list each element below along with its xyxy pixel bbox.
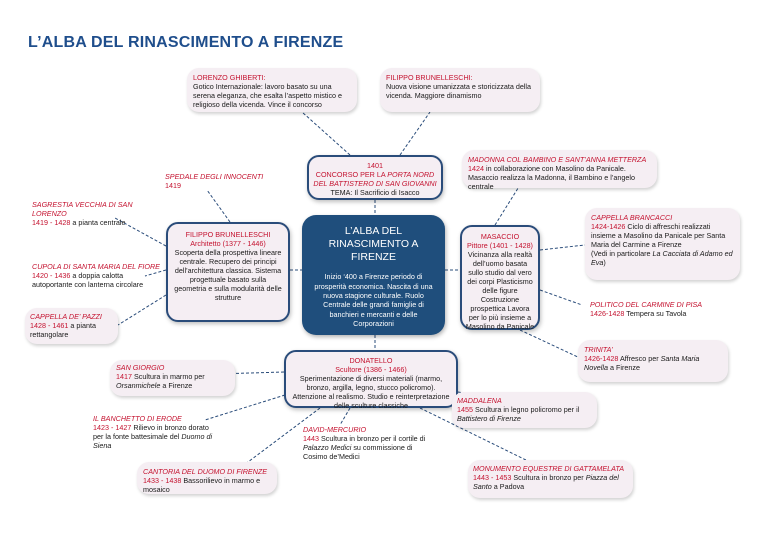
brunelleschi-concorso-box: FILIPPO BRUNELLESCHI: Nuova visione uman… (380, 68, 540, 112)
work-text: Scultura in legno policromo per il (473, 405, 580, 414)
work-date: 1419 - 1428 (32, 218, 71, 227)
work-date: 1426-1428 (584, 354, 619, 363)
work-date: 1455 (457, 405, 473, 414)
work-date: 1417 (116, 372, 132, 381)
masaccio-work: MADONNA COL BAMBINO E SANT’ANNA METTERZA… (462, 150, 657, 191)
center-box: L’ALBA DEL RINASCIMENTO A FIRENZE Inizio… (302, 215, 445, 335)
brunelleschi-work: CAPPELLA DE’ PAZZI 1428 - 1461 a pianta … (25, 308, 118, 344)
work-text: a doppia calotta autoportante con lanter… (32, 271, 144, 289)
work-date: 1419 (165, 181, 181, 190)
ghiberti-box: LORENZO GHIBERTI: Gotico Internazionale:… (187, 68, 357, 112)
work-title: POLITICO DEL CARMINE DI PISA (590, 300, 703, 309)
donatello-role: Scultore (1386 - 1466) (335, 365, 407, 374)
work-title: CUPOLA DI SANTA MARIA DEL FIORE (32, 262, 160, 271)
masaccio-box: MASACCIO Pittore (1401 - 1428) Vicinanza… (460, 225, 540, 331)
work-title: MADDALENA (457, 396, 502, 405)
concorso-theme: TEMA: Il Sacrificio di Isacco (330, 188, 420, 197)
brunelleschi-concorso-name: FILIPPO BRUNELLESCHI: (386, 73, 473, 82)
donatello-box: DONATELLO Scultore (1386 - 1466) Sperime… (284, 350, 458, 410)
donatello-work: SAN GIORGIO 1417 Scultura in marmo per O… (110, 360, 235, 396)
work-title: CANTORIA DEL DUOMO DI FIRENZE (143, 467, 268, 476)
work-note: (Vedi in particolare La Cacciata di Adam… (591, 249, 733, 267)
donatello-name: DONATELLO (349, 356, 393, 365)
brunelleschi-role: Architetto (1377 - 1446) (190, 239, 266, 248)
work-text: a pianta centrale (70, 218, 126, 227)
masaccio-role: Pittore (1401 - 1428) (467, 241, 533, 250)
concorso-line1: CONCORSO PER LA (315, 170, 388, 179)
donatello-work: IL BANCHETTO DI ERODE 1423 - 1427 Riliev… (93, 414, 218, 450)
work-date: 1426-1428 (590, 309, 625, 318)
masaccio-text: Vicinanza alla realtà dell’uomo basata s… (465, 250, 535, 331)
concorso-box: 1401 CONCORSO PER LA PORTA NORD DEL BATT… (307, 155, 443, 200)
brunelleschi-work: SPEDALE DEGLI INNOCENTI 1419 (165, 172, 295, 190)
work-title: MONUMENTO EQUESTRE DI GATTAMELATA (473, 464, 625, 473)
donatello-work: CANTORIA DEL DUOMO DI FIRENZE 1433 - 143… (137, 462, 277, 494)
brunelleschi-name: FILIPPO BRUNELLESCHI (185, 230, 271, 239)
donatello-work: MADDALENA 1455 Scultura in legno policro… (452, 392, 597, 428)
ghiberti-name: LORENZO GHIBERTI: (193, 73, 266, 82)
masaccio-name: MASACCIO (480, 232, 520, 241)
brunelleschi-text: Scoperta della prospettiva lineare centr… (174, 248, 282, 302)
concorso-year: 1401 (367, 161, 383, 170)
work-text: Scultura in marmo per (132, 372, 205, 381)
donatello-work: DAVID-MERCURIO 1443 Scultura in bronzo p… (303, 425, 433, 461)
work-text: Ciclo di affreschi realizzati insieme a … (591, 222, 726, 249)
work-text: in collaborazione con Masolino da Panica… (468, 164, 636, 191)
work-date: 1433 - 1438 (143, 476, 182, 485)
masaccio-work: POLITICO DEL CARMINE DI PISA 1426-1428 T… (590, 300, 740, 318)
work-title: CAPPELLA BRANCACCI (591, 213, 673, 222)
work-title: MADONNA COL BAMBINO E SANT’ANNA METTERZA (468, 155, 647, 164)
work-date: 1424-1426 (591, 222, 626, 231)
work-title: DAVID-MERCURIO (303, 425, 367, 434)
masaccio-work: CAPPELLA BRANCACCI 1424-1426 Ciclo di af… (585, 208, 740, 280)
donatello-work: MONUMENTO EQUESTRE DI GATTAMELATA 1443 -… (468, 460, 633, 498)
work-date: 1424 (468, 164, 484, 173)
work-text: Tempera su Tavola (624, 309, 687, 318)
work-date: 1443 (303, 434, 319, 443)
brunelleschi-work: CUPOLA DI SANTA MARIA DEL FIORE 1420 - 1… (32, 262, 162, 289)
work-text: Scultura in bronzo per il cortile di (319, 434, 426, 443)
work-text: Scultura in bronzo per (511, 473, 586, 482)
work-text: a pianta rettangolare (30, 321, 96, 339)
concorso-line1-italic: PORTA NORD DEL BATTISTERO DI SAN GIOVANN… (313, 170, 437, 188)
brunelleschi-concorso-text: Nuova visione umanizzata e storicizzata … (386, 82, 532, 100)
work-title: IL BANCHETTO DI ERODE (93, 414, 182, 423)
work-title: TRINITA’ (584, 345, 613, 354)
work-title: CAPPELLA DE’ PAZZI (30, 312, 102, 321)
work-text: Affresco per (618, 354, 661, 363)
work-date: 1428 - 1461 (30, 321, 69, 330)
work-title: SAN GIORGIO (116, 363, 165, 372)
center-title: L’ALBA DEL RINASCIMENTO A FIRENZE (328, 225, 419, 264)
ghiberti-text: Gotico Internazionale: lavoro basato su … (193, 82, 343, 109)
work-date: 1420 - 1436 (32, 271, 71, 280)
work-text: Bassorilievo in marmo e mosaico (143, 476, 261, 494)
masaccio-work: TRINITA’ 1426-1428 Affresco per Santa Ma… (578, 340, 728, 382)
brunelleschi-box: FILIPPO BRUNELLESCHI Architetto (1377 - … (166, 222, 290, 322)
page-title: L’ALBA DEL RINASCIMENTO A FIRENZE (28, 34, 344, 51)
work-title: SAGRESTIA VECCHIA DI SAN LORENZO (32, 200, 133, 218)
work-text: Rilievo in bronzo dorato per la fonte ba… (93, 423, 209, 441)
work-date: 1443 - 1453 (473, 473, 512, 482)
donatello-text: Sperimentazione di diversi materiali (ma… (292, 374, 450, 410)
work-title: SPEDALE DEGLI INNOCENTI (165, 172, 264, 181)
work-date: 1423 - 1427 (93, 423, 132, 432)
center-text: Inizio ‘400 a Firenze periodo di prosper… (314, 272, 433, 329)
brunelleschi-work: SAGRESTIA VECCHIA DI SAN LORENZO 1419 - … (32, 200, 167, 227)
